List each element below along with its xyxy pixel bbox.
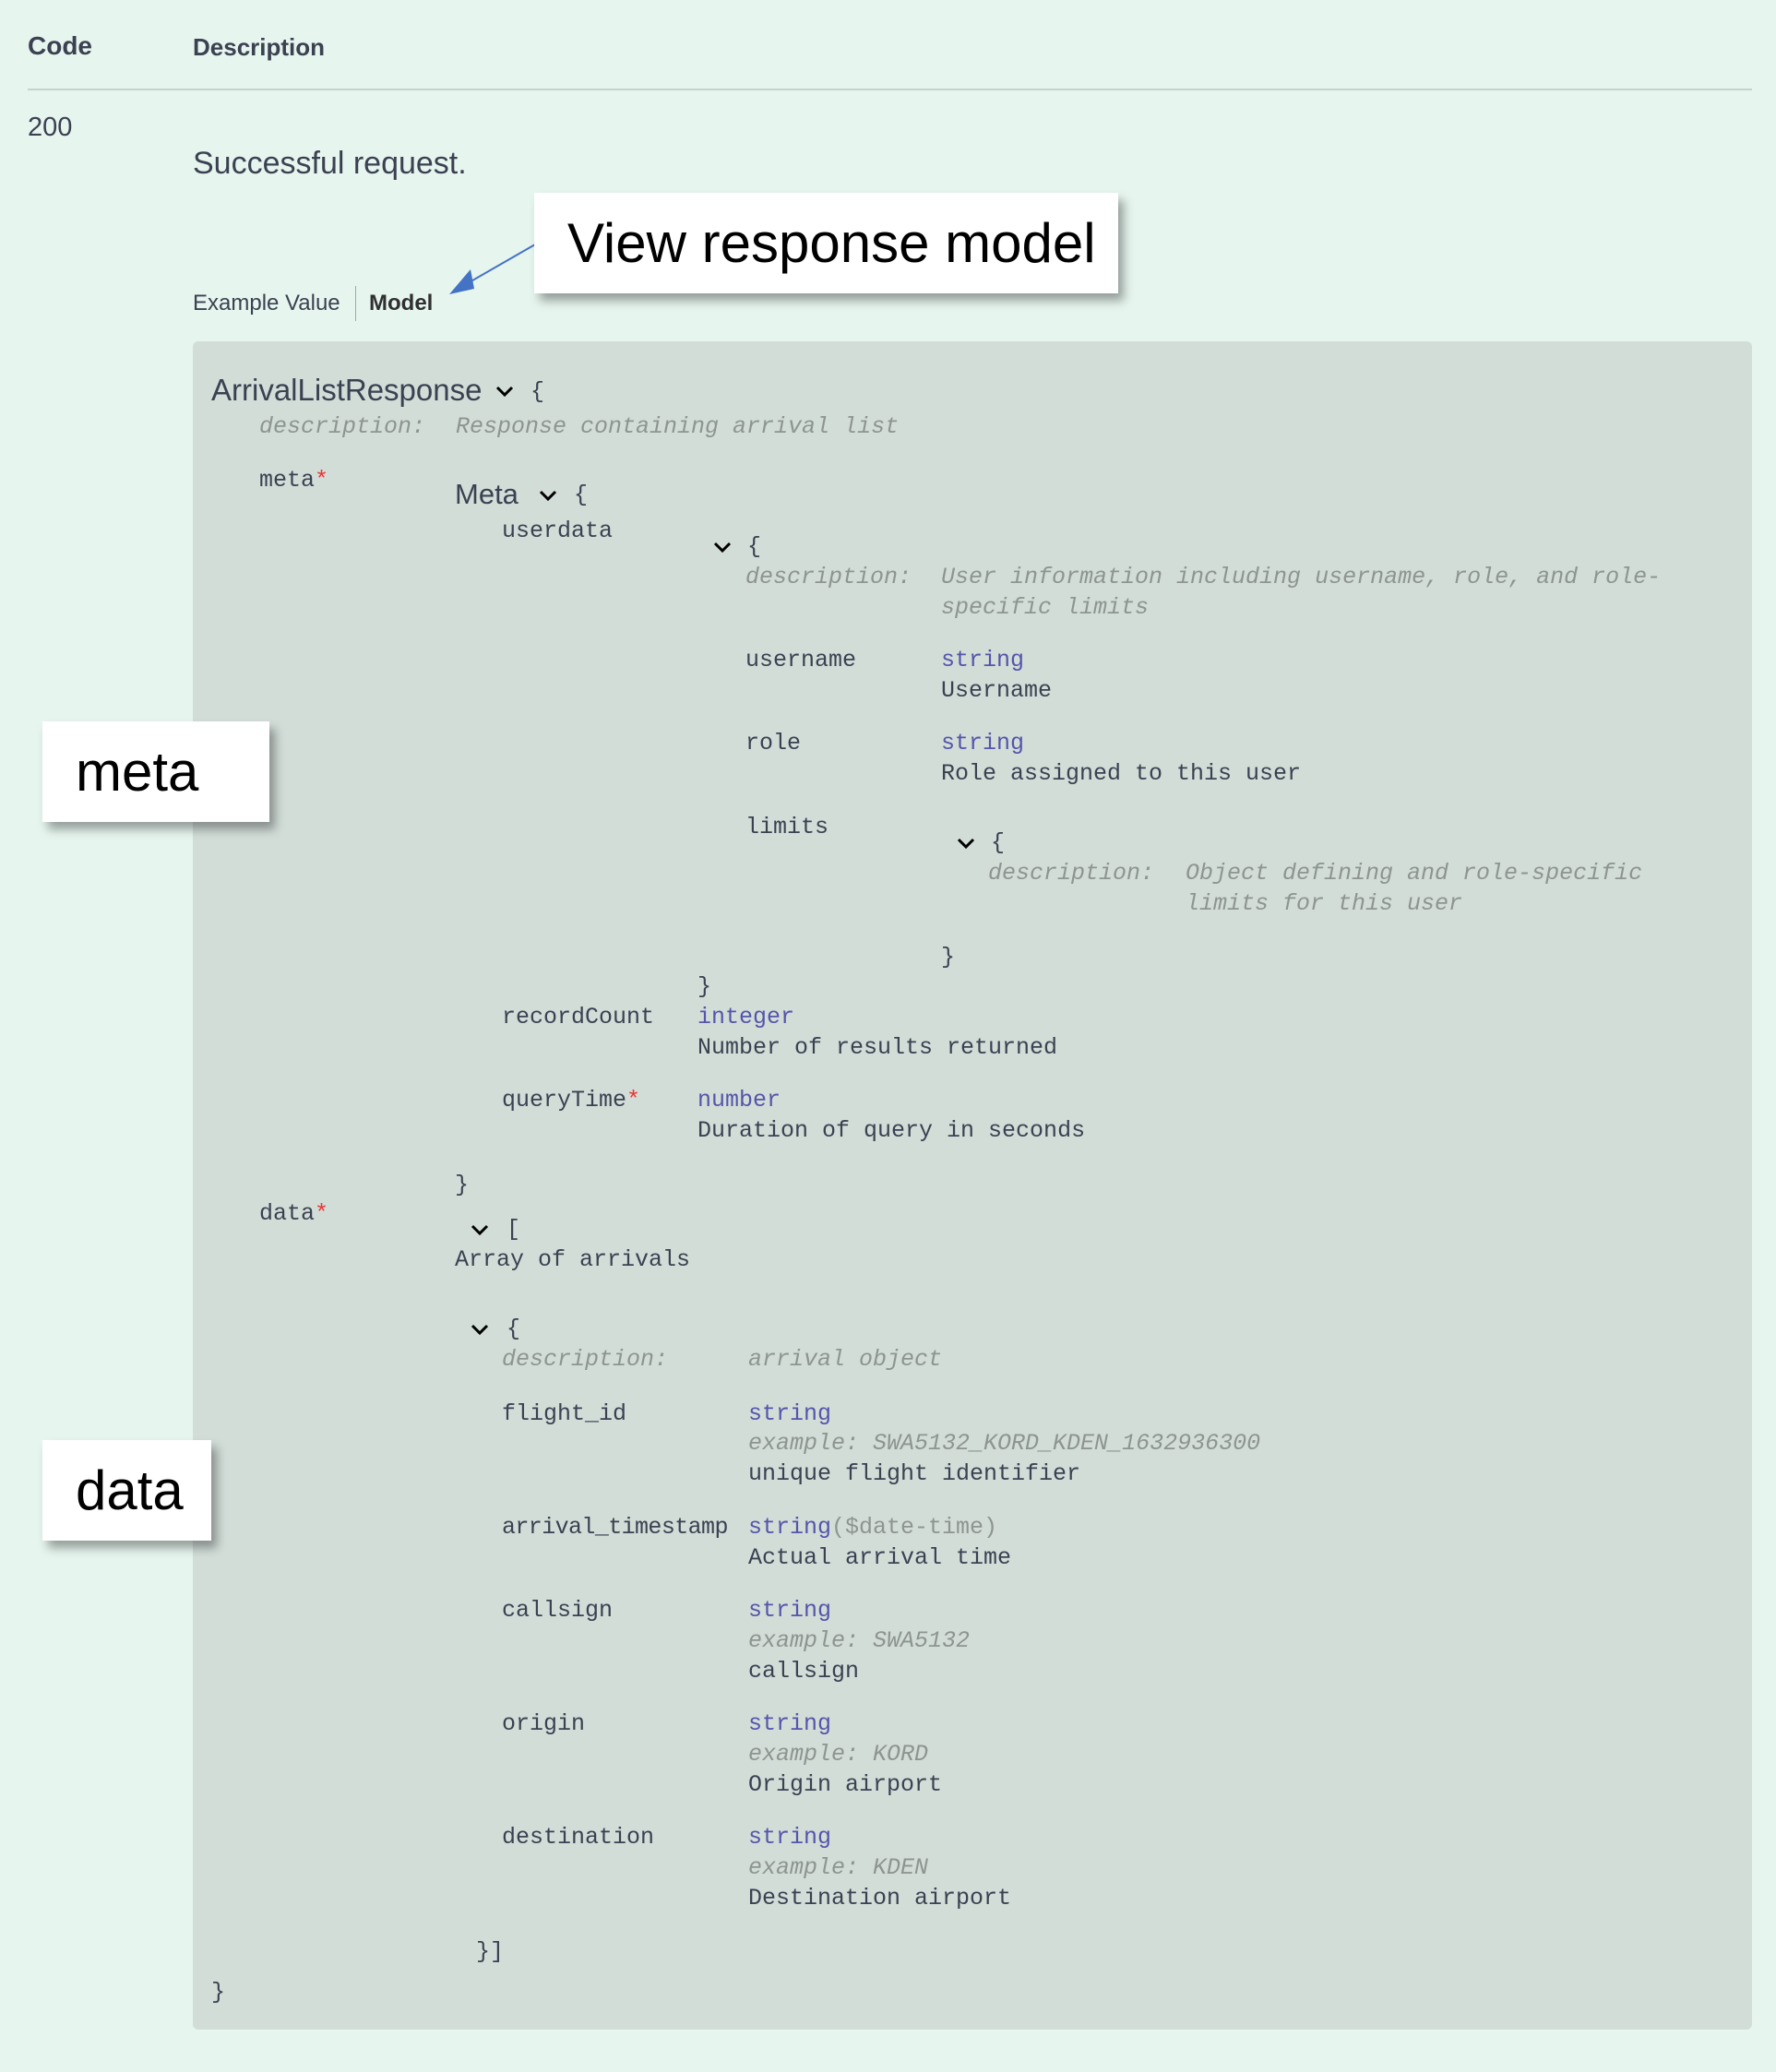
brace-open: { (507, 1316, 521, 1342)
brace-open: { (574, 482, 589, 508)
meta-model-name[interactable]: Meta (455, 478, 518, 510)
property-callsign: callsign (502, 1597, 614, 1624)
item-description: arrival object (748, 1346, 943, 1373)
description-label: description: (745, 564, 912, 590)
tab-example-value[interactable]: Example Value (193, 291, 340, 316)
model-box (193, 341, 1752, 2030)
limits-description: Object defining and role-specific (1186, 860, 1643, 887)
response-code: 200 (28, 113, 73, 142)
property-description: Duration of query in seconds (697, 1117, 1086, 1144)
property-description: Origin airport (748, 1771, 943, 1798)
property-format: ($date-time) (831, 1514, 998, 1541)
required-marker: * (626, 1087, 641, 1113)
description-column-header: Description (193, 33, 326, 61)
chevron-down-icon[interactable] (470, 1323, 490, 1336)
brace-open: { (747, 533, 762, 560)
callout-arrow (449, 244, 536, 294)
header-divider (28, 89, 1752, 90)
userdata-description: specific limits (941, 594, 1150, 621)
property-recordcount: recordCount (502, 1004, 655, 1030)
property-type: number (697, 1087, 781, 1113)
property-description: callsign (748, 1658, 860, 1685)
tab-separator (355, 286, 356, 321)
brace-close: } (211, 1979, 226, 2006)
chevron-down-icon[interactable] (538, 489, 558, 502)
property-destination: destination (502, 1824, 655, 1851)
model-name[interactable]: ArrivalListResponse (211, 373, 483, 407)
property-limits: limits (745, 814, 829, 840)
property-example: example: KORD (748, 1741, 929, 1768)
bracket-open: [ (507, 1216, 521, 1243)
property-username: username (745, 647, 857, 673)
property-type: string (941, 647, 1025, 673)
brace-open: { (991, 829, 1006, 856)
property-origin: origin (502, 1710, 586, 1737)
property-example: example: SWA5132_KORD_KDEN_1632936300 (748, 1430, 1261, 1457)
property-data: data* (259, 1200, 329, 1227)
property-example: example: KDEN (748, 1854, 929, 1881)
callout-data: data (42, 1440, 211, 1541)
callout-meta: meta (42, 721, 269, 822)
response-description: Successful request. (193, 146, 467, 181)
chevron-down-icon[interactable] (712, 541, 733, 554)
chevron-down-icon[interactable] (495, 385, 515, 398)
property-flight-id: flight_id (502, 1400, 627, 1427)
chevron-down-icon[interactable] (956, 837, 976, 850)
tab-model[interactable]: Model (369, 291, 434, 316)
brace-close: } (455, 1172, 470, 1198)
array-close: }] (476, 1938, 505, 1965)
property-type: string($date-time) (748, 1514, 998, 1541)
limits-description: limits for this user (1186, 890, 1463, 917)
callout-text: data (76, 1459, 184, 1521)
property-type: string (748, 1400, 832, 1427)
property-type: string (748, 1597, 832, 1624)
property-type: integer (697, 1004, 795, 1030)
property-arrival-timestamp: arrival_timestamp (502, 1514, 728, 1541)
required-marker: * (315, 1200, 329, 1227)
property-type: string (748, 1710, 832, 1737)
property-querytime: queryTime* (502, 1087, 641, 1113)
callout-text: View response model (567, 212, 1096, 274)
property-example: example: SWA5132 (748, 1627, 971, 1654)
brace-close: } (697, 973, 712, 1000)
callout-text: meta (76, 741, 199, 803)
property-description: unique flight identifier (748, 1460, 1081, 1487)
description-label: description: (988, 860, 1155, 887)
required-marker: * (315, 467, 329, 494)
model-description: Response containing arrival list (456, 413, 900, 440)
property-userdata: userdata (502, 518, 614, 544)
property-type: string (941, 730, 1025, 756)
property-description: Actual arrival time (748, 1544, 1012, 1571)
property-description: Number of results returned (697, 1034, 1058, 1061)
property-type: string (748, 1824, 832, 1851)
brace-close: } (941, 944, 956, 971)
property-meta: meta* (259, 467, 329, 494)
data-description: Array of arrivals (455, 1246, 691, 1273)
userdata-description: User information including username, rol… (941, 564, 1662, 590)
property-role: role (745, 730, 802, 756)
property-description: Destination airport (748, 1885, 1012, 1911)
chevron-down-icon[interactable] (470, 1223, 490, 1236)
property-description: Username (941, 677, 1053, 704)
callout-view-response-model: View response model (534, 193, 1118, 293)
property-description: Role assigned to this user (941, 760, 1302, 787)
code-column-header: Code (28, 31, 92, 60)
description-label: description: (502, 1346, 669, 1373)
description-label: description: (259, 413, 426, 440)
brace-open: { (530, 378, 545, 405)
